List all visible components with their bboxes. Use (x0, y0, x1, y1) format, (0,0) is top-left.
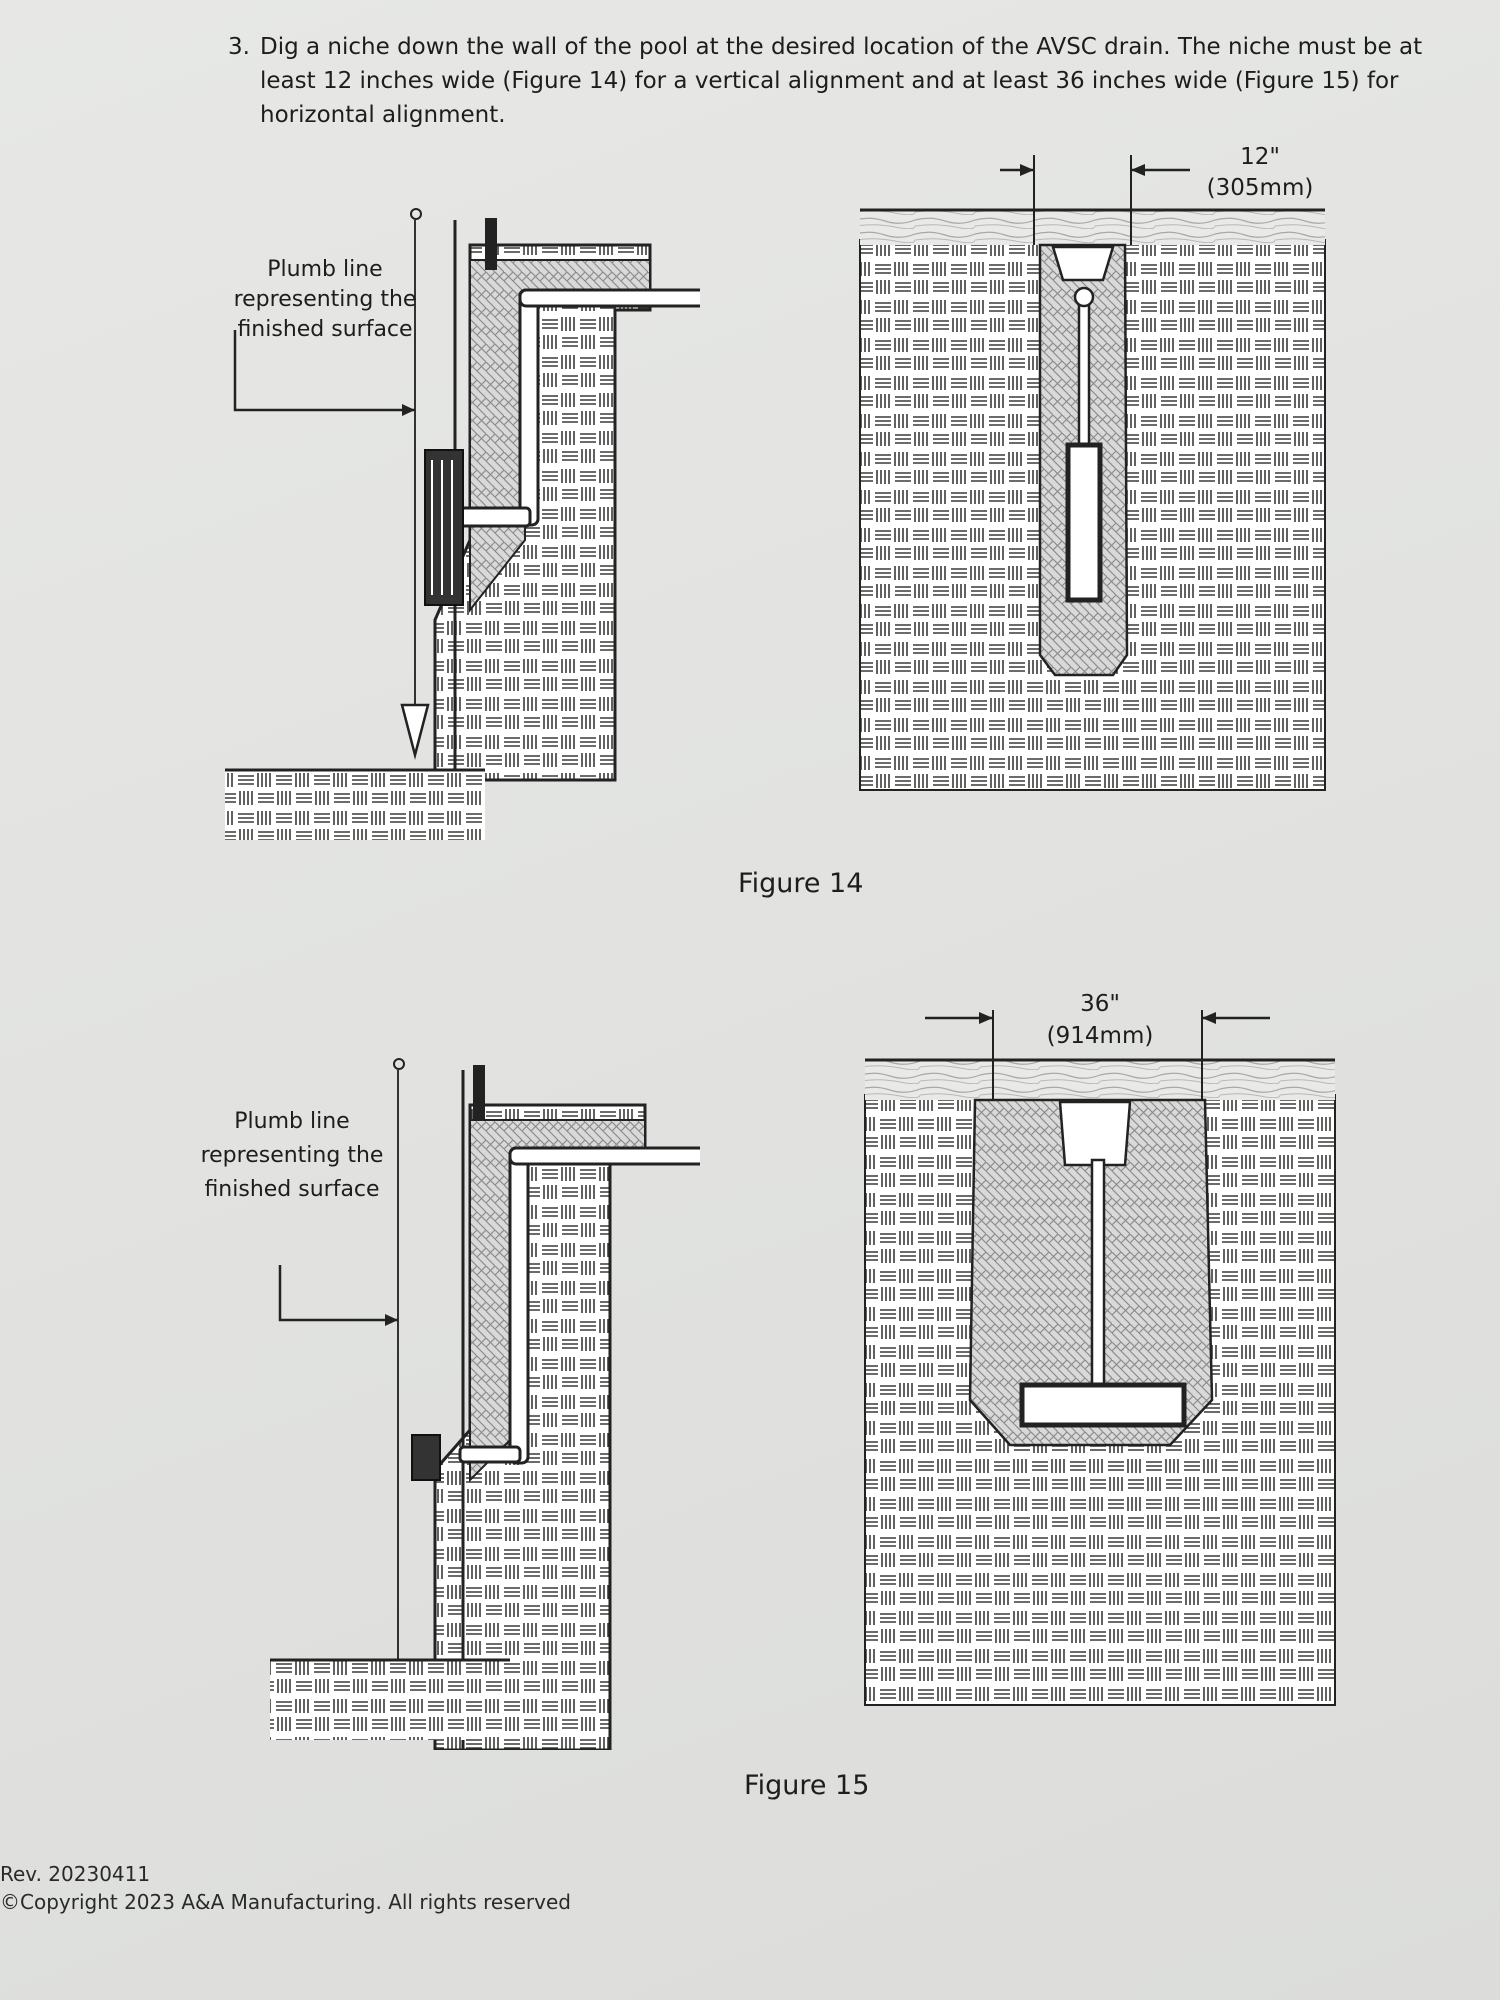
figure14-caption: Figure 14 (738, 868, 864, 899)
dimension-inches: 12" (1240, 144, 1280, 170)
plumb-label-line: finished surface (204, 1177, 380, 1202)
dimension-inches: 36" (1080, 991, 1120, 1017)
instruction-step: 3. Dig a niche down the wall of the pool… (228, 30, 1428, 132)
figure15-caption: Figure 15 (744, 1770, 870, 1801)
plumb-label-line: representing the (200, 1143, 384, 1168)
step-text: Dig a niche down the wall of the pool at… (260, 34, 1423, 128)
revision-text: Rev. 20230411 (0, 1862, 151, 1886)
figure15-plumb-label: Plumb line representing the finished sur… (172, 1105, 412, 1207)
step-number: 3. (228, 34, 250, 60)
figure15-front-view (864, 1010, 1336, 1706)
figure14-front-view (859, 155, 1326, 791)
figure15-dimension: 36" (914mm) (1040, 988, 1160, 1052)
plumb-label-line: finished surface (237, 317, 413, 342)
figure15-side-view (270, 1058, 700, 1750)
figure14-side-view (225, 208, 700, 840)
dimension-mm: (914mm) (1046, 1023, 1154, 1049)
plumb-label-line: representing the (233, 287, 417, 312)
dimension-mm: (305mm) (1206, 175, 1314, 201)
copyright-text: ©Copyright 2023 A&A Manufacturing. All r… (0, 1890, 571, 1914)
figure14-dimension: 12" (305mm) (1200, 142, 1320, 204)
plumb-label-line: Plumb line (234, 1109, 350, 1134)
plumb-label-line: Plumb line (267, 257, 383, 282)
figure14-plumb-label: Plumb line representing the finished sur… (205, 255, 445, 345)
